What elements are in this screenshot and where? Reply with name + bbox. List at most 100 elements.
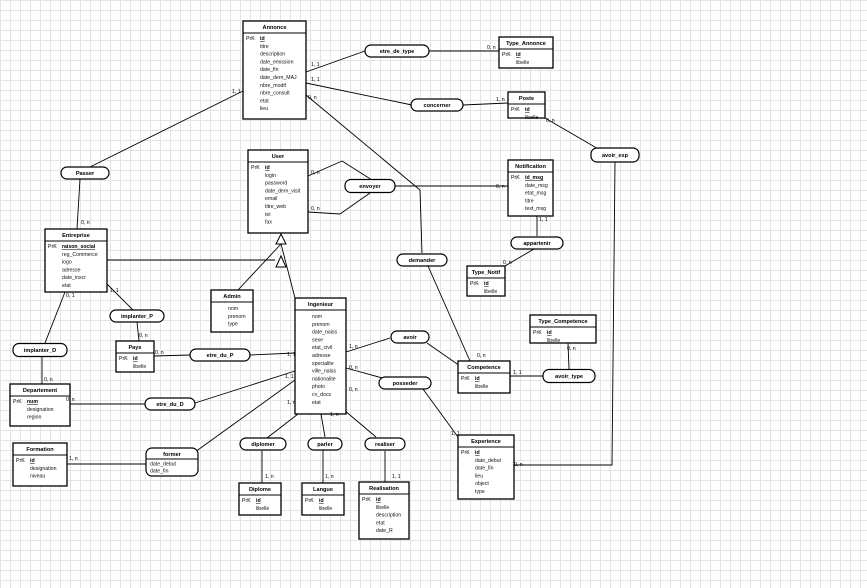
cardinality-entreprise-implanter-p: 1, 1 [110, 288, 119, 294]
link-passer-entreprise [76, 178, 81, 230]
relation-avoir-type: avoir_type [542, 368, 596, 384]
relation-box [364, 44, 430, 58]
entity-box [210, 289, 254, 333]
primary-key-attribute: id [256, 498, 261, 504]
relations-layer: etre_de_typeconcerneravoir_expPasserenvo… [12, 44, 640, 477]
entity-attribute: description [260, 52, 285, 58]
entity-box [507, 91, 546, 119]
relation-concerner: concerner [410, 98, 464, 112]
entity-attribute: libelle [319, 506, 332, 512]
cardinality-formation-former: 1, n [69, 456, 78, 462]
cardinalities-layer: 1, 1 0, n 1, 1 1, n 1, 1 0, n 0, n 0, n 0, n 0, n… [44, 45, 576, 480]
entity-attribute: date_R [376, 528, 393, 534]
relation-demander: demander [396, 253, 448, 267]
entity-title: Formation [26, 447, 54, 453]
link-avoir-exp-experience [514, 161, 616, 466]
entity-box [529, 314, 597, 344]
link-annonce-etre-de-type [305, 50, 366, 73]
cardinality-user-envoyer-top: 0, n [311, 170, 320, 176]
entity-title: Type_Notif [472, 270, 501, 276]
relation-label: avoir_type [555, 374, 583, 380]
relation-passer: Passer [60, 166, 110, 180]
entity-attribute: libelle [516, 60, 529, 66]
relation-parler: parler [307, 437, 343, 451]
relation-implanter-p: implanter_P [109, 309, 165, 323]
entity-title: User [272, 154, 285, 160]
entity-attribute: description [376, 513, 401, 519]
relation-label: etre_de_type [380, 49, 415, 55]
entity-box [242, 20, 307, 120]
primary-key-marker: PrK [246, 36, 255, 42]
cardinality-ingenieur-diplomer: 1, n [287, 400, 296, 406]
cardinality-departement-etre-du-d: 0, n [66, 397, 75, 403]
entity-attribute: etat [376, 520, 385, 526]
entity-attribute: libelle [484, 289, 497, 295]
primary-key-attribute: id [265, 165, 270, 171]
entity-title: Experience [471, 439, 501, 445]
entity-attribute: designation [27, 407, 54, 413]
entity-attribute: date_fin [260, 67, 279, 73]
entity-attribute: password [265, 181, 287, 187]
entity-box [498, 36, 554, 69]
relation-box [390, 330, 430, 344]
cardinality-ingenieur-realiser: 0, n [349, 387, 358, 393]
entity-attribute: photo [312, 384, 325, 390]
relation-label: concerner [423, 103, 451, 109]
cardinality-annonce-passer: 1, 1 [232, 89, 241, 95]
primary-key-attribute: id [376, 497, 381, 503]
cardinality-annonce-concerner: 1, 1 [311, 77, 320, 83]
entity-title: Departement [23, 388, 57, 394]
relation-box [109, 309, 165, 323]
entity-title: Pays [128, 345, 141, 351]
entity-attribute: adresse [312, 353, 331, 359]
entity-title: Realisation [369, 486, 399, 492]
link-annonce-demander [305, 94, 421, 191]
relation-label: appartenir [523, 241, 551, 247]
link-envoyer-top [341, 160, 373, 181]
relation-label: diplomer [251, 442, 275, 448]
cardinality-user-envoyer-bottom: 0, n [311, 206, 320, 212]
link-user-envoyer-top [307, 160, 343, 177]
primary-key-attribute: raison_social [62, 244, 96, 250]
entity-attribute: libelle [376, 505, 389, 511]
entity-attribute: lieu [260, 106, 268, 112]
cardinality-entreprise-passer: 0, n [81, 220, 90, 226]
link-ingenieur-posseder [345, 367, 387, 380]
entity-attribute: date_dern_visit [265, 188, 301, 194]
cardinality-entreprise-implanter-d: 0, 1 [66, 293, 75, 299]
link-implanter-p-pays [136, 321, 140, 342]
link-ingenieur-realiser [343, 409, 377, 438]
entity-attribute: type [228, 322, 238, 328]
cardinality-realisation-realiser: 1, 1 [392, 474, 401, 480]
primary-key-attribute: id [525, 107, 530, 113]
entity-box [9, 383, 71, 427]
entity-attribute: prenom [312, 322, 330, 328]
entity-attribute: etat_civil [312, 345, 332, 351]
link-avoir-competence [426, 342, 461, 367]
cardinality-diplome-diplomer: 1, n [265, 474, 274, 480]
relation-label: posseder [393, 381, 419, 387]
relation-label: avoir_exp [602, 153, 629, 159]
link-demander-competence [427, 265, 471, 362]
entity-attribute: text_msg [525, 206, 546, 212]
cardinality-type-competence-avoir-type: 0, n [567, 346, 576, 352]
cardinality-pays-etre-du-p: 0, n [155, 350, 164, 356]
entity-attribute: specialite [312, 361, 334, 367]
entity-attribute: login [265, 173, 276, 179]
link-demander-line [419, 189, 423, 254]
relation-box [145, 447, 199, 477]
relation-avoir-exp: avoir_exp [590, 147, 640, 163]
entity-title: Notification [515, 164, 546, 170]
primary-key-attribute: id [133, 356, 138, 362]
primary-key-attribute: id [475, 450, 480, 456]
entity-attribute: date_dern_MAJ [260, 75, 297, 81]
relation-label: former [163, 452, 182, 458]
